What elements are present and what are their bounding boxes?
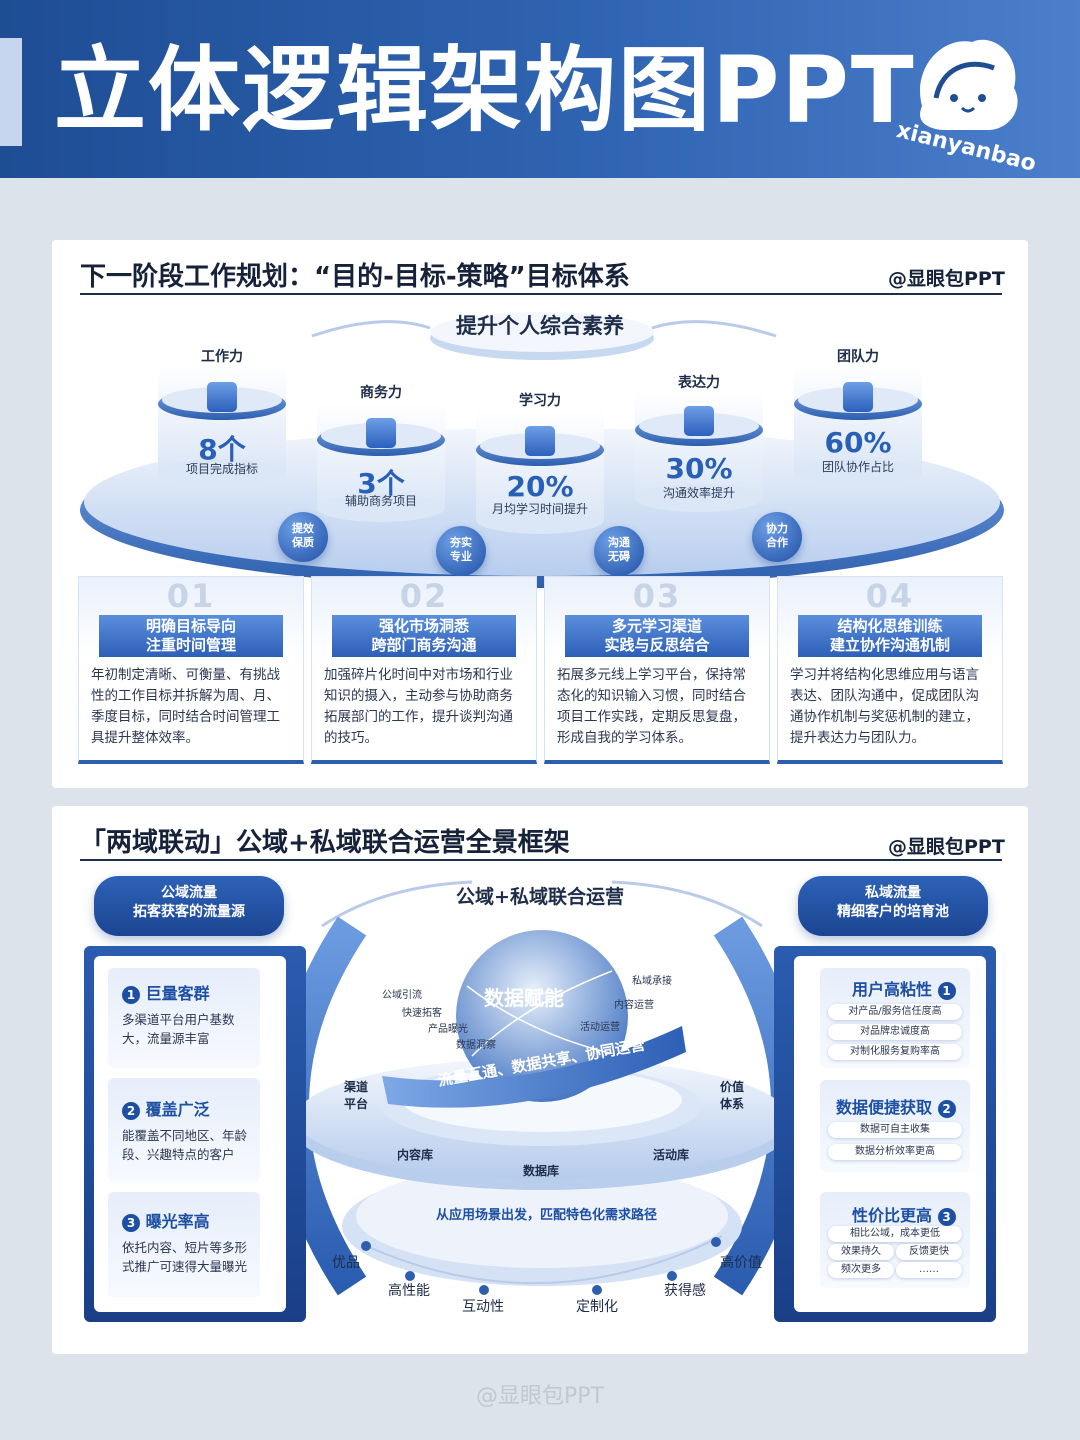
section2-title: 「两域联动」公域+私域联合运营全景框架 [80,828,570,858]
work-plan-panel: 下一阶段工作规划：“目的-目标-策略”目标体系 @显眼包PPT [52,240,1028,788]
card-number: 01 [166,577,216,615]
framework-illustration [275,880,805,1296]
card-text: 加强碎片化时间中对市场和行业知识的摄入，主动参与协助商务拓展部门的工作，提升谈判… [324,667,513,746]
card-text: 拓展多元线上学习平台，保持常态化的知识输入习惯，同时结合项目工作实践，定期反思复… [557,667,746,746]
pillar-caption-team: 团队协作占比 [821,460,894,474]
globe-label-public-traffic: 公域引流 [382,990,422,1001]
card-number: 04 [865,577,915,615]
card-text: 学习并将结构化思维应用与语言表达、团队沟通中，促成团队沟通协作机制与奖惩机制的建… [790,667,979,746]
point-label-customization: 定制化 [576,1299,618,1315]
public-item-3: 3 曝光率高 依托内容、短片等多形式推广可速得大量曝光 [108,1192,260,1298]
team-icon [843,382,873,412]
pillar-value-learning: 20% [506,470,574,503]
globe-label-product-exposure: 产品曝光 [428,1024,468,1035]
private-item-2: 数据便捷获取 2 数据可自主收集 数据分析效率更高 [820,1080,970,1172]
bubble-efficiency: 提效 保质 [278,512,328,562]
private-vertical-label: 私域沉淀 [794,1075,814,1181]
top-goal-label: 提升个人综合素养 [456,314,624,338]
domain-linkage-panel: 「两域联动」公域+私域联合运营全景框架 @显眼包PPT [52,806,1028,1354]
public-item-2: 2 覆盖广泛 能覆盖不同地区、年龄段、兴趣特点的客户 [108,1078,260,1182]
pillar-label-work: 工作力 [201,349,243,365]
page-title: 立体逻辑架构图PPT [54,37,916,144]
pillar-label-business: 商务力 [360,385,402,401]
private-item-3: 性价比更高 3 相比公域，成本更低 效果持久 反馈更快 频次更多 …… [820,1192,970,1288]
pillar-value-expression: 30% [665,452,733,485]
public-domain-tag: 公域流量拓客获客的流量源 [94,876,284,936]
bubble-collaboration: 协力 合作 [752,512,802,562]
card-heading: 多元学习渠道实践与反思结合 [565,615,749,657]
card-number: 02 [399,577,449,615]
pillar-caption-expression: 沟通效率提升 [662,486,735,500]
pillar-label-expression: 表达力 [678,375,720,391]
pillar-caption-business: 辅助商务项目 [344,494,417,508]
orbit-label-activity-lib: 活动库 [652,1148,689,1162]
section1-divider [80,293,1002,295]
pillar-value-work: 8个 [198,433,246,466]
point-label-high-value: 高价值 [720,1255,762,1271]
books-icon [525,426,555,456]
section2-divider [80,859,1002,861]
mascot-logo-icon [920,39,1018,130]
card-heading: 明确目标导向注重时间管理 [99,615,283,657]
orbit-label-channel: 渠道 平台 [343,1080,368,1111]
point-label-performance: 高性能 [388,1283,430,1299]
card-heading: 结构化思维训练建立协作沟通机制 [798,615,982,657]
header-accent-bar [0,38,22,146]
orbit-label-database: 数据库 [522,1164,559,1178]
section1-brand: @显眼包PPT [888,268,1005,290]
public-item-1: 1 巨量客群 多渠道平台用户基数大，流量源丰富 [108,968,260,1068]
footer-watermark: @显眼包PPT [476,1384,604,1409]
section1-title: 下一阶段工作规划：“目的-目标-策略”目标体系 [80,262,630,292]
briefcase-icon [366,418,396,448]
point-label-gain: 获得感 [664,1283,706,1299]
speaker-icon [684,406,714,436]
pillar-label-team: 团队力 [837,349,879,365]
globe-label-private-intake: 私域承接 [632,976,672,987]
strategy-card-1: 01 明确目标导向注重时间管理 年初制定清晰、可衡量、有挑战性的工作目标并拆解为… [78,576,304,764]
data-globe [456,930,628,1102]
card-text: 年初制定清晰、可衡量、有挑战性的工作目标并拆解为周、月、季度目标，同时结合时间管… [91,667,280,746]
private-item-1: 用户高粘性 1 对产品/服务信任度高 对品牌忠诚度高 对制化服务复购率高 [820,968,970,1068]
globe-label-content-ops: 内容运营 [614,1000,654,1011]
point-label-interaction: 互动性 [462,1299,504,1315]
center-top-label: 公域+私域联合运营 [456,886,624,908]
strategy-card-2: 02 强化市场洞悉跨部门商务沟通 加强碎片化时间中对市场和行业知识的摄入，主动参… [311,576,537,764]
bubble-communication: 沟通 无碍 [594,526,644,576]
private-domain-tag: 私域流量精细客户的培育池 [798,876,988,936]
pillar-value-team: 60% [824,426,892,459]
strategy-card-4: 04 结构化思维训练建立协作沟通机制 学习并将结构化思维应用与语言表达、团队沟通… [777,576,1003,764]
strategy-card-3: 03 多元学习渠道实践与反思结合 拓展多元线上学习平台，保持常态化的知识输入习惯… [544,576,770,764]
section2-brand: @显眼包PPT [888,836,1005,858]
header-banner [0,0,1080,178]
bubble-professional: 夯实 专业 [436,526,486,576]
pillar-label-learning: 学习力 [519,393,561,409]
globe-label-fast-acquisition: 快速拓客 [402,1008,442,1019]
globe-label-activity-ops: 活动运营 [580,1022,620,1033]
bottom-path-text: 从应用场景出发，匹配特色化需求路径 [436,1208,658,1223]
point-label-quality: 优品 [332,1255,360,1271]
orbit-label-value: 价值 体系 [719,1080,744,1111]
globe-title: 数据赋能 [484,986,564,1010]
globe-label-data-insight: 数据洞察 [456,1040,496,1051]
pillar-value-business: 3个 [357,467,405,500]
flow-band [382,1026,686,1108]
pillar-caption-learning: 月均学习时间提升 [491,502,588,516]
orbit-label-content-lib: 内容库 [396,1148,433,1162]
public-vertical-label: 公域引流 [266,1075,286,1181]
worker-icon [207,382,237,412]
card-number: 03 [632,577,682,615]
pillar-caption-work: 项目完成指标 [185,462,258,476]
card-heading: 强化市场洞悉跨部门商务沟通 [332,615,516,657]
